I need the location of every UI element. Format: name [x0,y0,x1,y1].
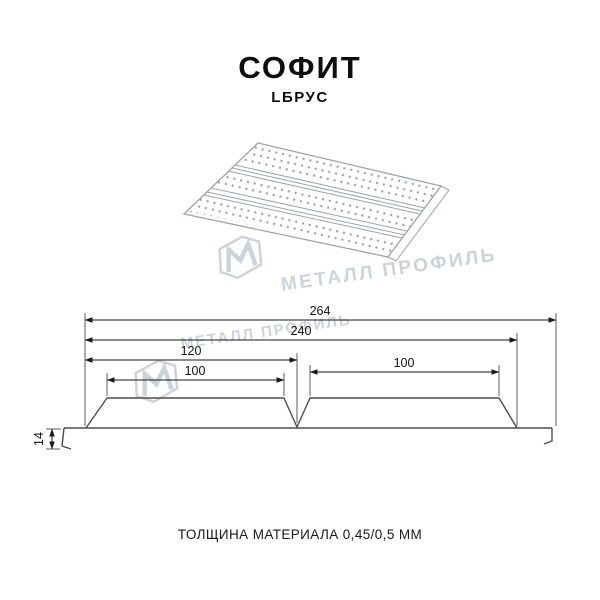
dim-label-right-plank: 100 [394,356,415,370]
dim-total-width: 264 [84,304,557,323]
dim-height: 14 [32,428,55,450]
dim-center-offset: 120 [84,344,298,363]
page-title: СОФИТ [238,50,362,85]
brand-watermark: МЕТАЛЛ ПРОФИЛЬ [129,312,353,404]
perforated-band [214,174,418,229]
page-subtitle: LБРУС [271,89,329,106]
brand-logo-icon [216,235,263,280]
panel-edge-fold [387,185,450,262]
dim-left-plank: 100 [106,364,285,383]
panel-grooves [203,164,426,239]
dim-label-left-plank: 100 [185,364,206,378]
dim-label-height: 14 [32,432,46,446]
perforated-band [187,198,400,254]
brand-logo-icon [132,359,179,404]
dim-label-useful-width: 240 [291,324,312,338]
dim-right-plank: 100 [309,356,500,375]
dimensions: 264 240 120 100 100 14 [32,304,557,450]
soffit-3d-view [182,142,450,262]
dim-label-total-width: 264 [310,304,331,318]
dim-label-center-offset: 120 [181,344,202,358]
perforated-band [238,146,439,205]
profile-cross-section [61,397,553,450]
dim-useful-width: 240 [84,324,518,343]
material-thickness-caption: ТОЛЩИНА МАТЕРИАЛА 0,45/0,5 ММ [177,527,423,542]
